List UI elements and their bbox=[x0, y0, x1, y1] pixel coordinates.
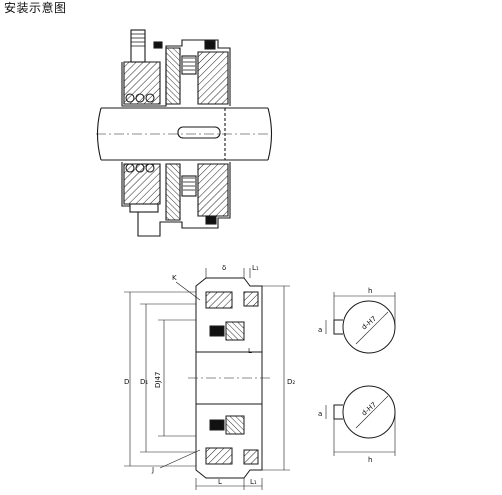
lower-housing bbox=[121, 162, 231, 237]
shaft bbox=[96, 107, 273, 161]
page-title: 安装示意图 bbox=[4, 1, 67, 15]
label-h-bottom: h bbox=[368, 456, 372, 464]
label-a-bottom: a bbox=[318, 410, 322, 418]
label-h-top: h bbox=[368, 287, 372, 295]
label-l-bottom: L bbox=[218, 478, 222, 486]
keyway-view-bottom bbox=[325, 385, 396, 456]
label-l-right: L bbox=[248, 347, 252, 355]
label-a-top: a bbox=[318, 326, 322, 334]
label-d-key-top: d-H7 bbox=[360, 315, 378, 332]
label-d1: D₁ bbox=[140, 378, 148, 386]
label-k: K bbox=[172, 274, 177, 282]
label-l1-bottom: L₁ bbox=[250, 478, 257, 486]
label-l1-top: L₁ bbox=[252, 264, 259, 272]
label-d-outer: D bbox=[124, 378, 129, 386]
upper-housing bbox=[121, 29, 231, 107]
keyway-view-top bbox=[325, 292, 396, 354]
label-delta: δ bbox=[222, 264, 226, 272]
label-d2: D₂ bbox=[287, 378, 295, 386]
label-j: J bbox=[151, 466, 154, 474]
dimensioned-section-view bbox=[124, 268, 290, 490]
installation-section-view bbox=[96, 29, 273, 237]
label-dj: DJ47 bbox=[154, 372, 162, 388]
